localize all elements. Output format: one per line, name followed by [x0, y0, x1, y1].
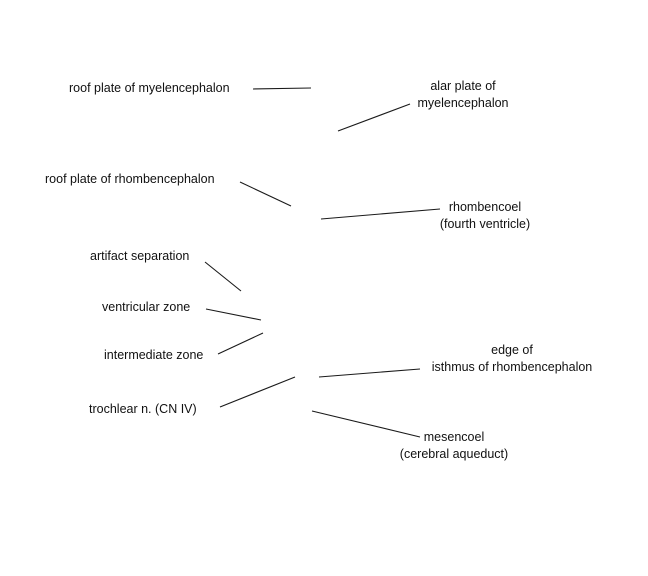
label-roof-plate-rhombencephalon: roof plate of rhombencephalon — [45, 172, 215, 186]
leader-line-alar-plate — [337, 103, 411, 132]
label-intermediate-zone: intermediate zone — [104, 348, 204, 362]
label-mesencoel: mesencoel (cerebral aqueduct) — [400, 429, 508, 463]
label-edge-of-isthmus: edge of isthmus of rhombencephalon — [432, 342, 593, 376]
leader-line-roof-plate-myelencephalon — [252, 87, 312, 90]
leader-line-isthmus-edge — [318, 368, 421, 378]
leader-line-intermediate-zone — [217, 332, 264, 355]
leader-line-artifact-separation — [204, 261, 242, 292]
label-roof-plate-myelencephalon: roof plate of myelencephalon — [69, 81, 230, 95]
label-line: isthmus of rhombencephalon — [431, 360, 593, 374]
leader-line-ventricular-zone — [205, 308, 262, 321]
label-artifact-separation: artifact separation — [90, 249, 190, 263]
label-line: edge of — [491, 343, 533, 357]
leader-line-mesencoel — [311, 410, 421, 438]
leader-line-trochlear-nerve — [219, 376, 296, 408]
leader-line-roof-plate-rhombencephalon — [239, 181, 292, 207]
label-line: (fourth ventricle) — [439, 217, 531, 231]
label-trochlear-nerve: trochlear n. (CN IV) — [89, 402, 197, 416]
label-alar-plate-of-myelencephalon: alar plate of myelencephalon — [417, 78, 508, 112]
label-line: rhombencoel — [448, 200, 522, 214]
leader-line-rhombencoel — [320, 208, 441, 220]
label-rhombencoel: rhombencoel (fourth ventricle) — [440, 199, 530, 233]
label-line: alar plate of — [430, 79, 496, 93]
label-line: (cerebral aqueduct) — [399, 447, 509, 461]
label-line: myelencephalon — [417, 96, 509, 110]
label-ventricular-zone: ventricular zone — [102, 300, 191, 314]
label-line: mesencoel — [423, 430, 485, 444]
